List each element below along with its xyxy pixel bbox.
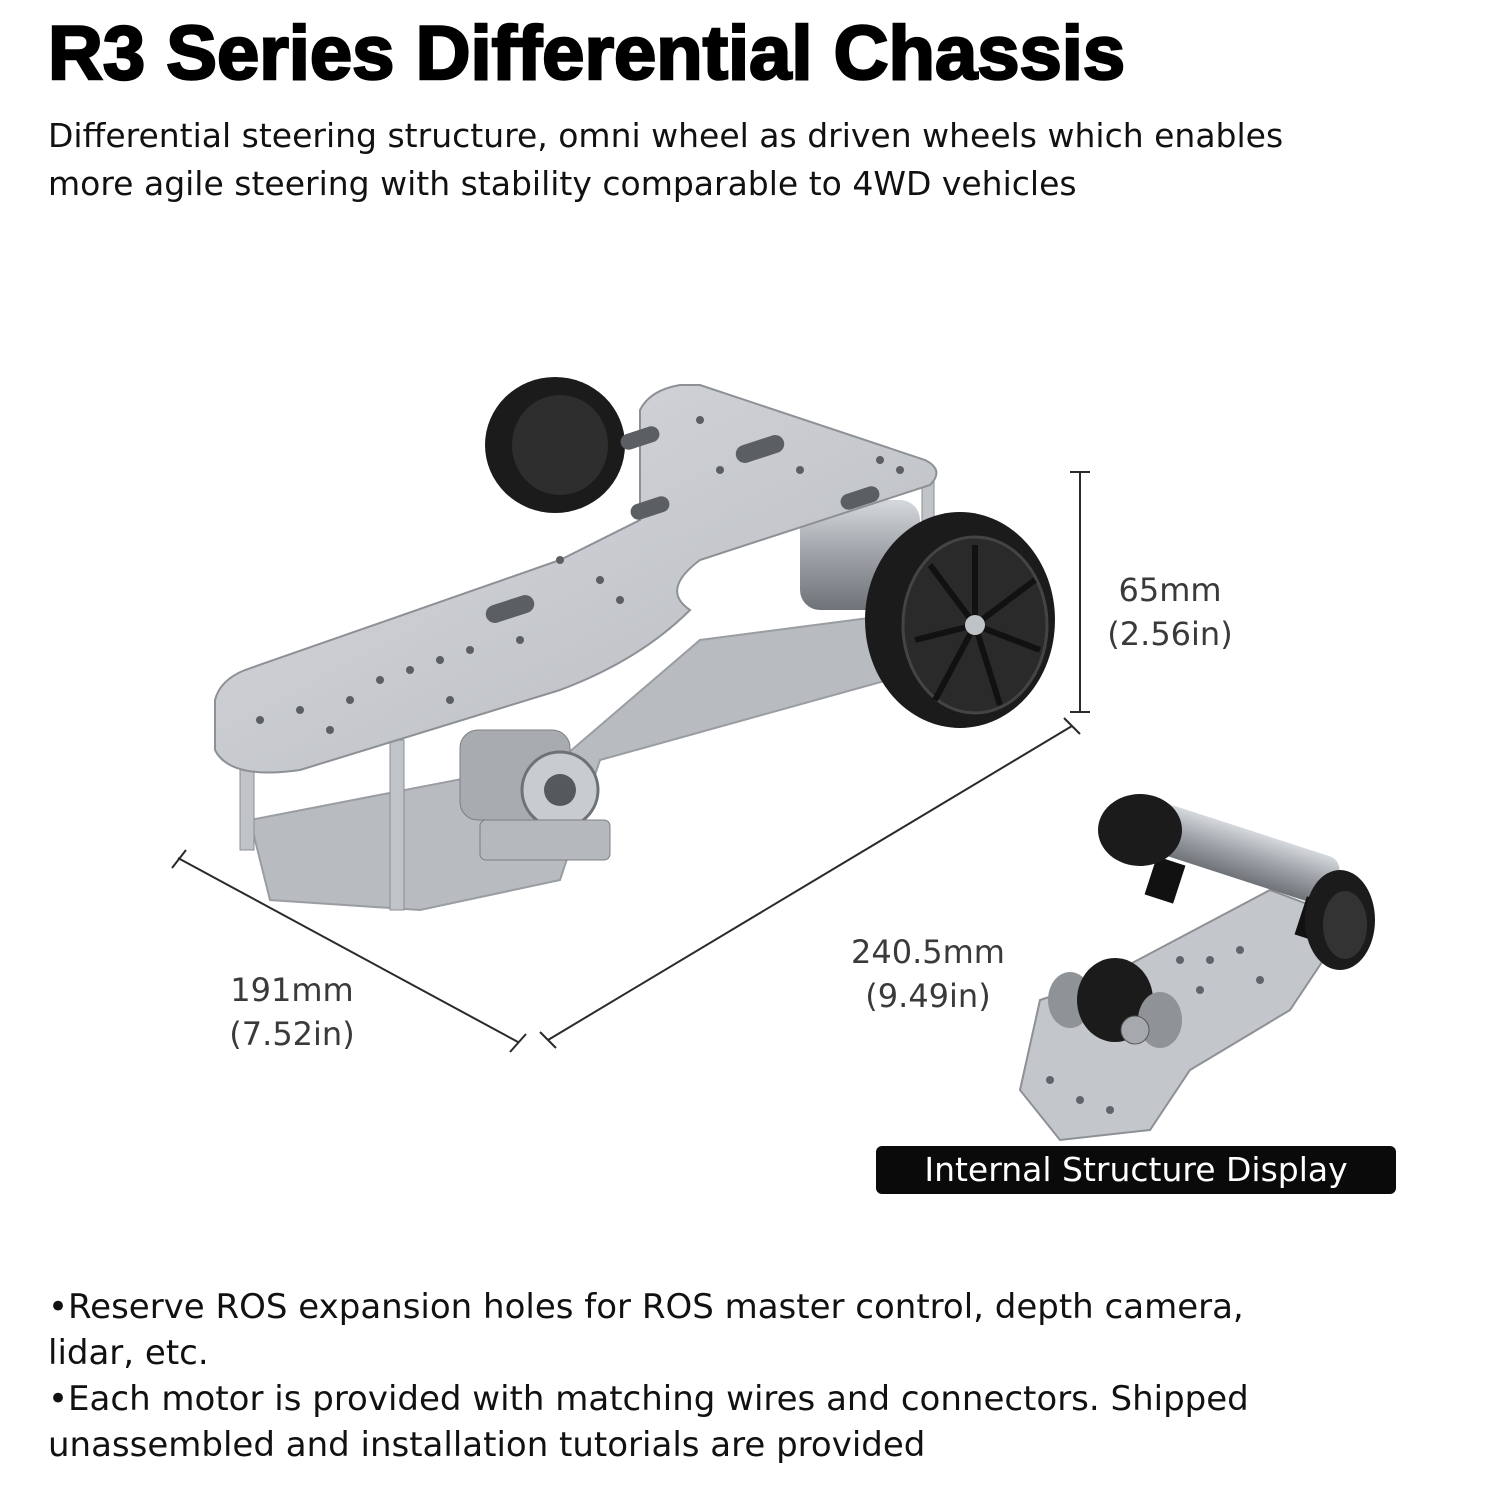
length-mm-label: 240.5mm (851, 933, 1005, 971)
width-dimension: 191mm (7.52in) (212, 968, 372, 1056)
page-title: R3 Series Differential Chassis (47, 10, 1127, 98)
internal-structure-badge: Internal Structure Display (876, 1146, 1396, 1194)
length-dimension: 240.5mm (9.49in) (838, 930, 1018, 1018)
bullet-line: lidar, etc. (48, 1333, 209, 1373)
width-mm-label: 191mm (230, 971, 354, 1009)
small-motor (1150, 805, 1340, 905)
height-in-label: (2.56in) (1107, 615, 1233, 653)
dimension-lines (171, 471, 1090, 1053)
subtitle-line-1: Differential steering structure, omni wh… (48, 116, 1284, 155)
height-mm-label: 65mm (1118, 571, 1222, 609)
bullet-line: •Each motor is provided with matching wi… (48, 1379, 1249, 1419)
small-rear-wheel (1098, 794, 1182, 866)
bullet-line: unassembled and installation tutorials a… (48, 1425, 926, 1465)
subtitle-line-2: more agile steering with stability compa… (48, 164, 1077, 203)
bullet-line: •Reserve ROS expansion holes for ROS mas… (48, 1287, 1244, 1327)
caster-bearing (459, 729, 611, 861)
subtitle: Differential steering structure, omni wh… (48, 112, 1478, 208)
width-in-label: (7.52in) (229, 1015, 355, 1053)
feature-bullets: •Reserve ROS expansion holes for ROS mas… (48, 1284, 1468, 1468)
standoff (389, 739, 405, 911)
length-in-label: (9.49in) (865, 977, 991, 1015)
internal-structure-illustration (1018, 794, 1375, 1142)
main-chassis (214, 377, 1055, 912)
top-plate (214, 384, 938, 774)
small-omni-wheel (1048, 958, 1182, 1048)
height-dimension: 65mm (2.56in) (1090, 568, 1250, 656)
bottom-plate (248, 608, 962, 912)
front-wheel (865, 512, 1055, 728)
